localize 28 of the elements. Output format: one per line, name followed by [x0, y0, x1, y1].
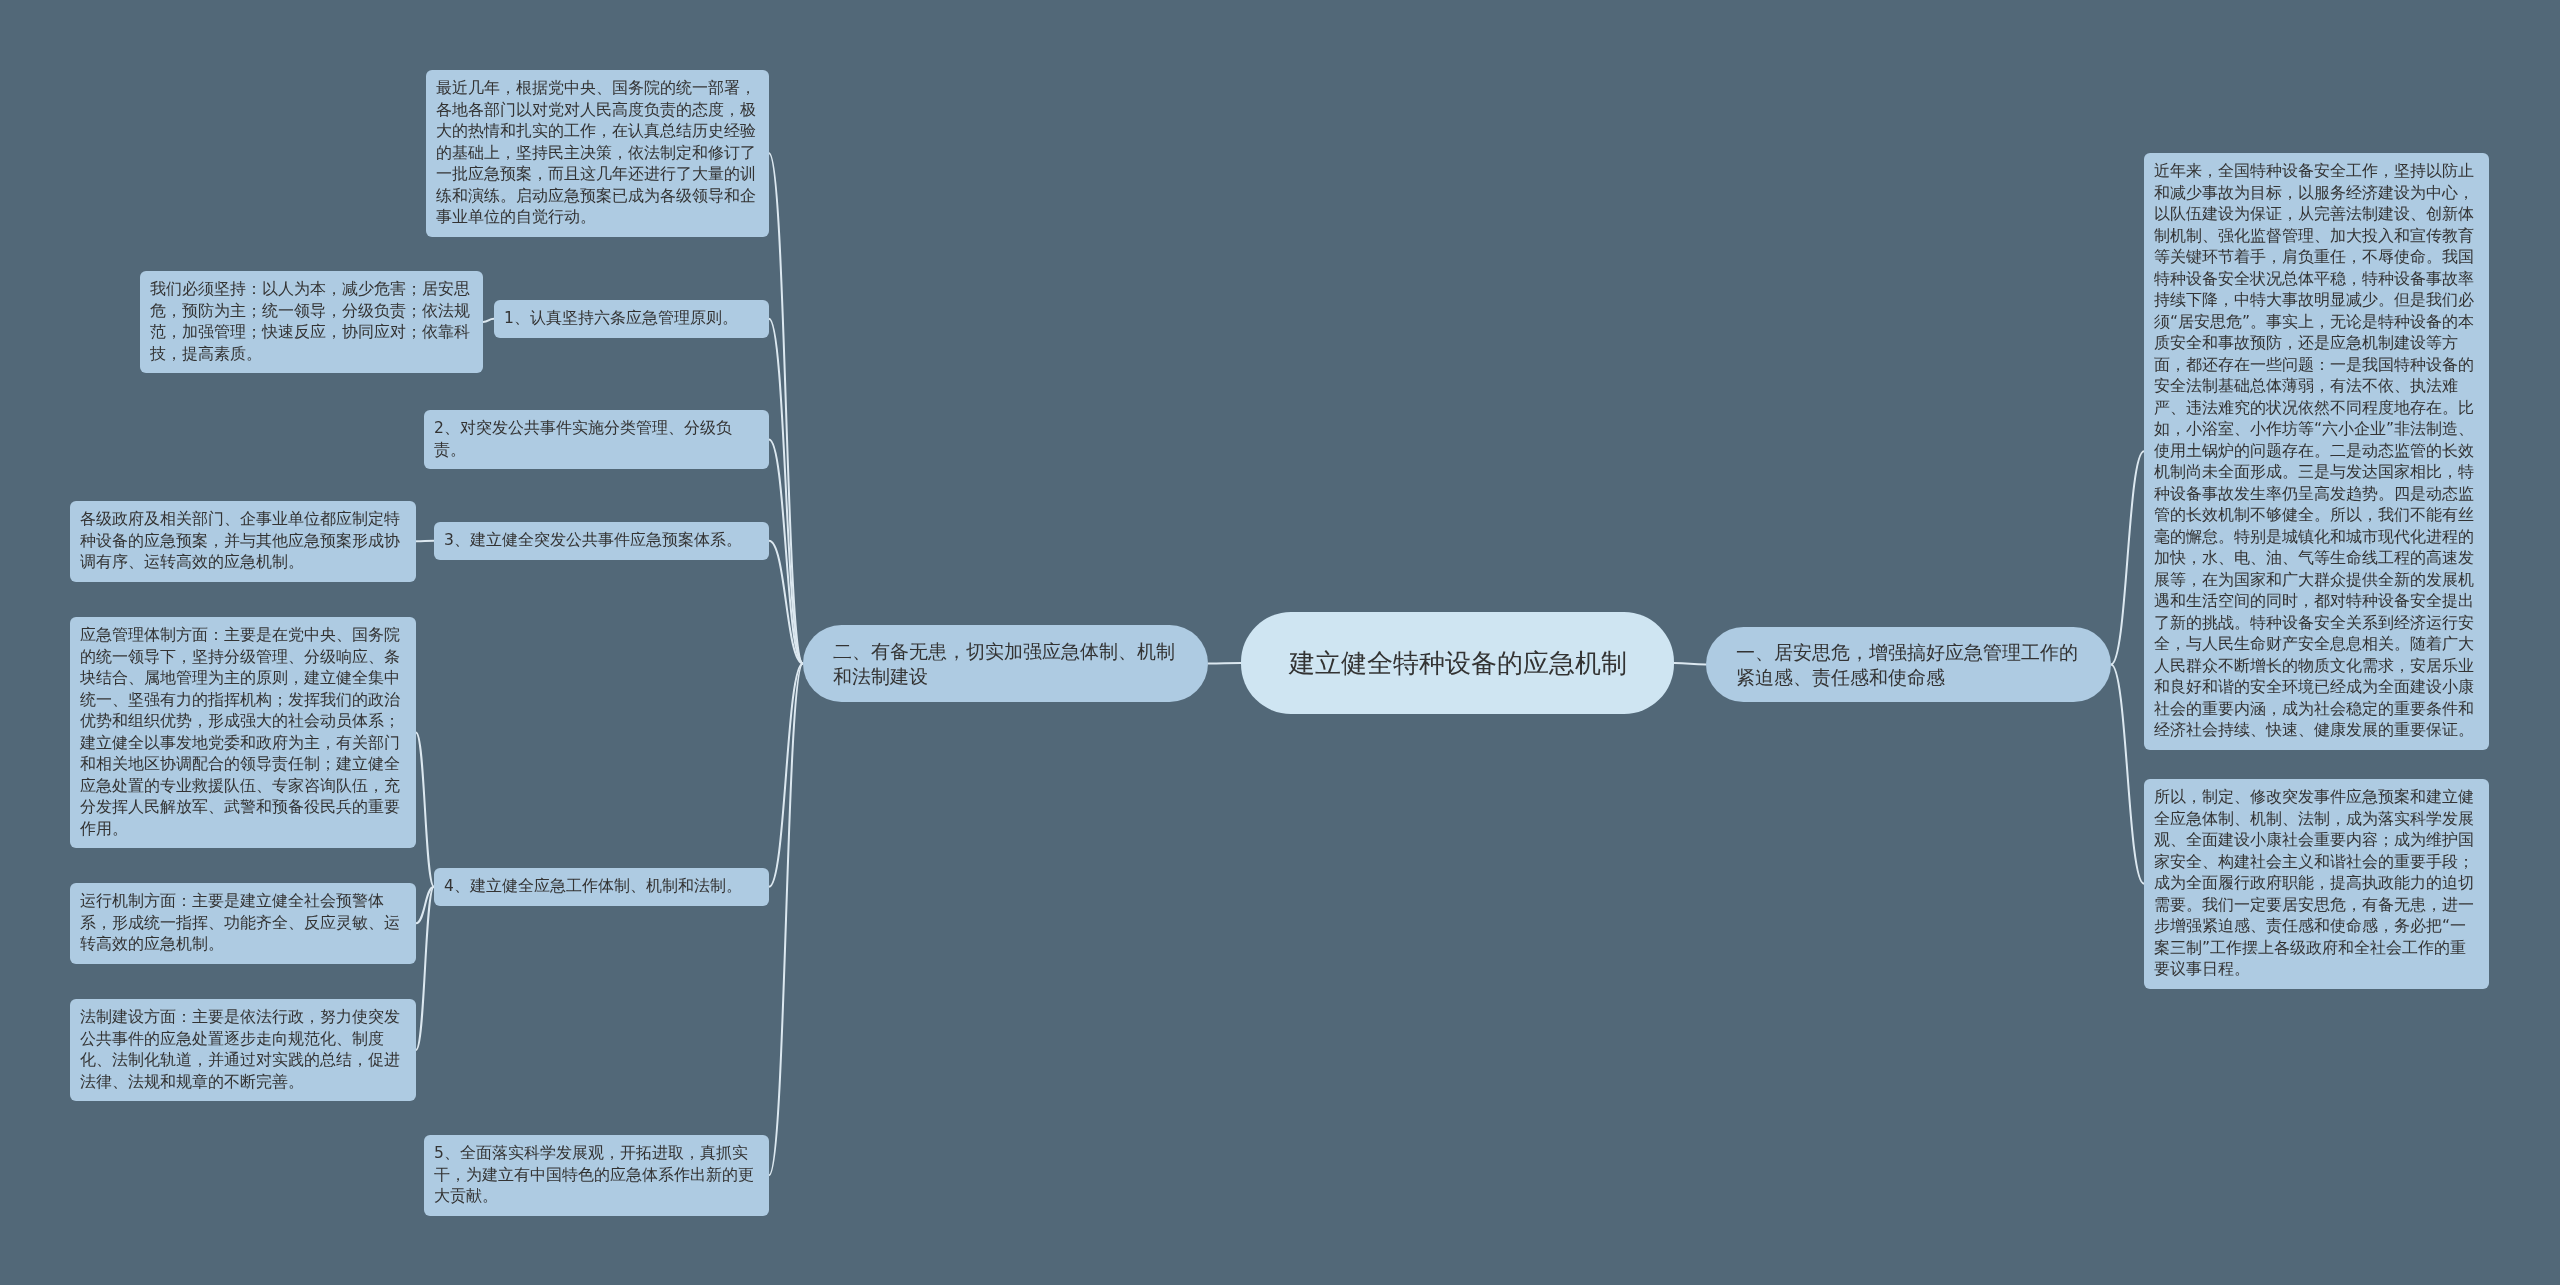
topic-card: 2、对突发公共事件实施分类管理、分级负责。 [424, 410, 769, 469]
topic-card: 4、建立健全应急工作体制、机制和法制。 [434, 868, 769, 906]
topic-card: 运行机制方面：主要是建立健全社会预警体系，形成统一指挥、功能齐全、反应灵敏、运转高效的应急机制。 [70, 883, 416, 964]
branch-topic: 一、居安思危，增强搞好应急管理工作的紧迫感、责任感和使命感 [1706, 627, 2111, 702]
branch-topic: 二、有备无患，切实加强应急体制、机制和法制建设 [803, 625, 1208, 702]
topic-card: 3、建立健全突发公共事件应急预案体系。 [434, 522, 769, 560]
topic-card: 各级政府及相关部门、企事业单位都应制定特种设备的应急预案，并与其他应急预案形成协调有序、运转高效的应急机制。 [70, 501, 416, 582]
connector-line [2110, 663, 2145, 885]
topic-card: 所以，制定、修改突发事件应急预案和建立健全应急体制、机制、法制，成为落实科学发展观、全面建设小康社会重要内容；成为维护国家安全、构建社会主义和谐社会的重要手段；成为全面履行政府职能，提高执政能力的迫切需要。我们一定要居安思危，有备无患，进一步增强紧迫感、责任感和使命感，务必把“一案三制”工作摆上各级政府和全社会工作的重要议事日程。 [2144, 779, 2489, 989]
topic-card: 近年来，全国特种设备安全工作，坚持以防止和减少事故为目标，以服务经济建设为中心，以队伍建设为保证，从完善法制建设、创新体制机制、强化监督管理、加大投入和宣传教育等关键环节着手，肩负重任，不辱使命。我国特种设备安全状况总体平稳，特种设备事故率持续下降，中特大事故明显减少。但是我们必须“居安思危”。事实上，无论是特种设备的本质安全和事故预防，还是应急机制建设等方面，都还存在一些问题：一是我国特种设备的安全法制基础总体薄弱，有法不依、执法难严、违法难究的状况依然不同程度地存在。比如，小浴室、小作坊等“六小企业”非法制造、使用土锅炉的问题存在。二是动态监管的长效机制尚未全面形成。三是与发达国家相比，特种设备事故发生率仍呈高发趋势。四是动态监管的长效机制不够健全。所以，我们不能有丝毫的懈怠。特别是城镇化和城市现代化进程的加快，水、电、油、气等生命线工程的高速发展等，在为国家和广大群众提供全新的发展机遇和生活空间的同时，都对特种设备安全提出了新的挑战。特种设备安全关系到经济运行安全，与人民生命财产安全息息相关。随着广大人民群众不断增长的物质文化需求，安居乐业和良好和谐的安全环境已经成为全面建设小康社会的重要内涵，成为社会稳定的重要条件和经济社会持续、快速、健康发展的重要保证。 [2144, 153, 2489, 750]
topic-card: 我们必须坚持：以人为本，减少危害；居安思危，预防为主；统一领导，分级负责；依法规范，加强管理；快速反应，协同应对；依靠科技，提高素质。 [140, 271, 483, 373]
connector-line [768, 539, 804, 665]
connector-line [415, 885, 435, 925]
connector-line [768, 662, 804, 1177]
connector-line [482, 317, 495, 323]
topic-card: 5、全面落实科学发展观，开拓进取，真抓实干，为建立有中国特色的应急体系作出新的更大贡献。 [424, 1135, 769, 1216]
connector-line [2110, 450, 2145, 666]
connector-line [1207, 662, 1242, 665]
connector-line [415, 539, 435, 543]
topic-card: 最近几年，根据党中央、国务院的统一部署，各地各部门以对党对人民高度负责的态度，极大的热情和扎实的工作，在认真总结历史经验的基础上，坚持民主决策，依法制定和修订了一批应急预案，而且这几年还进行了大量的训练和演练。启动应急预案已成为各级领导和企事业单位的自觉行动。 [426, 70, 769, 237]
connector-line [415, 731, 435, 888]
central-topic: 建立健全特种设备的应急机制 [1241, 612, 1674, 714]
topic-card: 法制建设方面：主要是依法行政，努力使突发公共事件的应急处置逐步走向规范化、制度化、法制化轨道，并通过对实践的总结，促进法律、法规和规章的不断完善。 [70, 999, 416, 1101]
topic-card: 应急管理体制方面：主要是在党中央、国务院的统一领导下，坚持分级管理、分级响应、条块结合、属地管理为主的原则，建立健全集中统一、坚强有力的指挥机构；发挥我们的政治优势和组织优势，形成强大的社会动员体系；建立健全以事发地党委和政府为主，有关部门和相关地区协调配合的领导责任制；建立健全应急处置的专业救援队伍、专家咨询队伍，充分发挥人民解放军、武警和预备役民兵的重要作用。 [70, 617, 416, 848]
connector-line [768, 662, 804, 888]
connector-line [415, 885, 435, 1051]
connector-line [1673, 662, 1707, 666]
topic-card: 1、认真坚持六条应急管理原则。 [494, 300, 769, 338]
